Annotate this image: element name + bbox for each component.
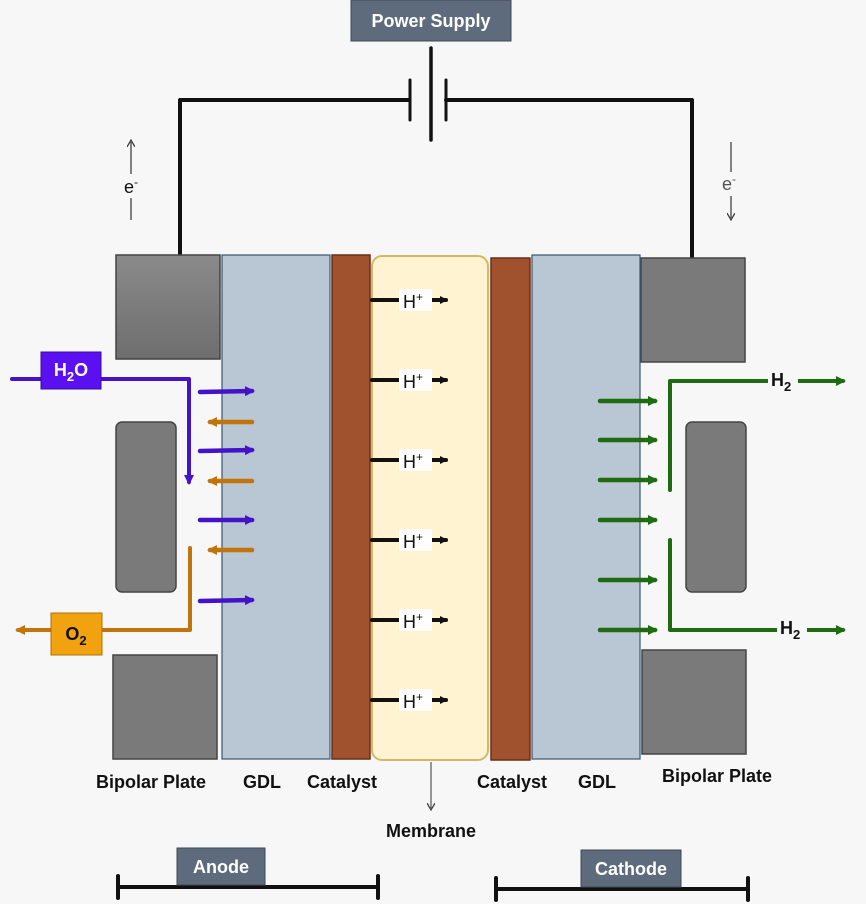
proton-arrow: H+ <box>370 529 448 552</box>
proton-base: H <box>403 292 416 312</box>
oxygen-base: O <box>65 624 79 644</box>
electron-right-base: e <box>722 174 732 194</box>
hydrogen-arrows <box>597 396 658 635</box>
proton-sup: + <box>416 530 423 544</box>
left-catalyst-label: Catalyst <box>307 772 377 792</box>
proton-arrow: H+ <box>370 449 448 472</box>
water-tail: O <box>74 360 88 380</box>
proton-arrow: H+ <box>370 689 448 712</box>
proton-label-bg <box>399 449 432 471</box>
water-label-box: H2O <box>40 351 102 390</box>
left-gdl <box>221 254 331 760</box>
water-arrows <box>197 386 255 606</box>
proton-label: H+ <box>403 530 423 552</box>
electron-right-sup: - <box>732 172 736 186</box>
water-sub: 2 <box>67 369 74 384</box>
svg-text:H2O: H2O <box>54 360 88 384</box>
hydrogen-bottom-base: H <box>780 618 793 638</box>
proton-base: H <box>403 612 416 632</box>
proton-label-bg <box>399 369 432 391</box>
power-supply: Power Supply <box>350 0 512 42</box>
svg-text:e-: e- <box>722 172 736 194</box>
proton-base: H <box>403 692 416 712</box>
left-bipolar-label: Bipolar Plate <box>96 772 206 792</box>
oxygen-label-box: O2 <box>50 612 103 656</box>
proton-label-bg <box>399 689 432 711</box>
hydrogen-top-sub: 2 <box>784 379 791 394</box>
oxygen-sub: 2 <box>79 633 86 648</box>
right-catalyst <box>490 257 531 761</box>
membrane <box>371 255 489 761</box>
hydrogen-top-label: H2 <box>768 370 798 394</box>
cathode-range <box>494 876 750 902</box>
right-catalyst-label: Catalyst <box>477 772 547 792</box>
right-bipolar-plate <box>640 257 747 755</box>
proton-label-bg <box>399 609 432 631</box>
proton-label: H+ <box>403 290 423 312</box>
hydrogen-bottom-label: H2 <box>777 618 807 642</box>
electron-right: e- <box>718 142 744 218</box>
proton-label: H+ <box>403 610 423 632</box>
hydrogen-top-base: H <box>771 370 784 390</box>
right-bipolar-label: Bipolar Plate <box>662 766 772 786</box>
cathode-label: Cathode <box>595 859 667 879</box>
anode-range <box>116 874 380 900</box>
electron-left-sup: - <box>134 175 138 189</box>
svg-text:H2: H2 <box>771 370 791 394</box>
anode-label: Anode <box>193 857 249 877</box>
proton-arrow: H+ <box>370 369 448 392</box>
proton-label: H+ <box>403 370 423 392</box>
proton-base: H <box>403 372 416 392</box>
proton-arrows: H+H+H+H+H+H+ <box>370 289 448 712</box>
left-gdl-label: GDL <box>243 772 281 792</box>
battery-symbol <box>408 46 448 142</box>
cathode-label-box: Cathode <box>580 849 682 888</box>
power-supply-label: Power Supply <box>371 11 490 31</box>
right-gdl <box>531 254 641 760</box>
proton-label-bg <box>399 529 432 551</box>
proton-sup: + <box>416 370 423 384</box>
svg-text:H2: H2 <box>780 618 800 642</box>
proton-label-bg <box>399 289 432 311</box>
proton-base: H <box>403 452 416 472</box>
proton-sup: + <box>416 690 423 704</box>
proton-base: H <box>403 532 416 552</box>
electron-left: e- <box>118 142 144 220</box>
svg-text:e-: e- <box>124 175 138 197</box>
proton-label: H+ <box>403 450 423 472</box>
proton-arrow: H+ <box>370 289 448 312</box>
proton-sup: + <box>416 610 423 624</box>
electron-left-base: e <box>124 177 134 197</box>
circuit-wire <box>178 98 694 260</box>
svg-text:O2: O2 <box>65 624 86 648</box>
anode-label-box: Anode <box>176 847 266 886</box>
oxygen-arrows <box>207 417 255 555</box>
membrane-label: Membrane <box>386 821 476 841</box>
left-catalyst <box>331 254 371 760</box>
hydrogen-bottom-sub: 2 <box>793 627 800 642</box>
proton-sup: + <box>416 450 423 464</box>
left-bipolar-plate <box>112 254 221 760</box>
water-base: H <box>54 360 67 380</box>
proton-arrow: H+ <box>370 609 448 632</box>
proton-sup: + <box>416 290 423 304</box>
proton-label: H+ <box>403 690 423 712</box>
right-gdl-label: GDL <box>578 772 616 792</box>
